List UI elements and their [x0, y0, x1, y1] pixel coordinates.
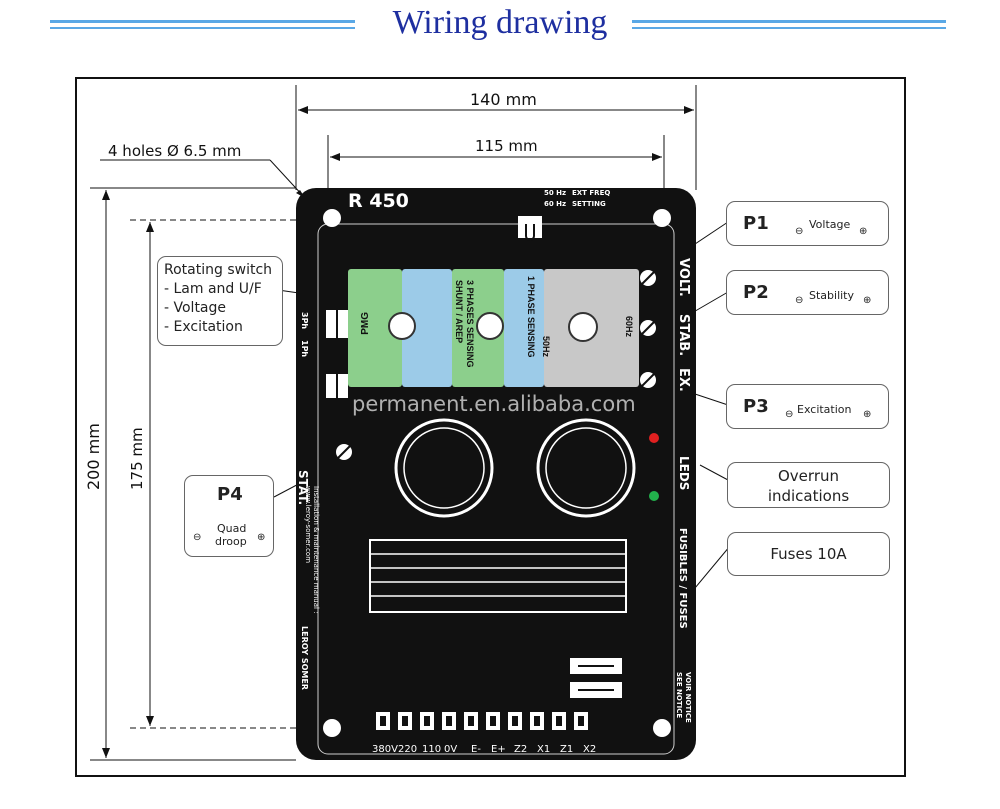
drawing-frame [75, 77, 906, 777]
terminal-e-minus: E- [471, 744, 481, 755]
p3-plus-icon: ⊕ [863, 409, 872, 420]
module-3-phase-b [504, 269, 544, 387]
p4-minus-icon: ⊖ [193, 532, 202, 543]
dim-holes: 4 holes Ø 6.5 mm [108, 142, 242, 160]
dim-height-inner-text: 175 mm [128, 427, 146, 490]
side-stab: STAB. [676, 314, 691, 357]
p4-plus-icon: ⊕ [257, 532, 266, 543]
terminal-220: 220 [398, 744, 418, 755]
dim-height-outer-text: 200 mm [84, 423, 103, 490]
overrun-line-2: indications [767, 487, 850, 505]
setting: SETTING [572, 200, 606, 208]
dim-width-outer: 140 mm [470, 90, 537, 109]
title-line-right [632, 20, 946, 23]
terminal-0v: 0V [444, 744, 458, 755]
p3-label: P3 [743, 396, 769, 417]
manual-note: Installation & maintenance manual : www.… [304, 486, 320, 614]
title-line-left [50, 20, 355, 23]
module-1phase-label: 1 PHASE SENSING [526, 276, 536, 358]
module-60hz-label: 60Hz [624, 316, 634, 338]
callout-p1: P1 ⊖ Voltage ⊕ [726, 201, 889, 246]
terminal-x2: X2 [583, 744, 597, 755]
title-line-left-2 [50, 27, 355, 29]
rotating-line-3: - Voltage [164, 300, 227, 316]
terminal-x1: X1 [537, 744, 551, 755]
rotary-switch-2[interactable] [476, 312, 504, 340]
callout-p3: P3 ⊖ Excitation ⊕ [726, 384, 889, 429]
left-3ph: 3Ph [300, 312, 309, 330]
see-notice: SEE NOTICE [675, 672, 683, 719]
rotating-line-1: Rotating switch [164, 262, 273, 278]
p4-text-1: Quad [217, 522, 247, 535]
p2-plus-icon: ⊕ [863, 295, 872, 306]
callout-p2: P2 ⊖ Stability ⊕ [726, 270, 889, 315]
p3-text: Excitation [797, 403, 852, 416]
callout-rotating-switch: Rotating switch - Lam and U/F - Voltage … [157, 256, 283, 346]
p2-label: P2 [743, 282, 769, 303]
p4-label: P4 [217, 484, 243, 505]
side-volt: VOLT. [676, 258, 691, 297]
side-ex: EX. [676, 368, 691, 392]
terminal-380v: 380V [372, 744, 398, 755]
title-line-right-2 [632, 27, 946, 29]
callout-fuses: Fuses 10A [727, 532, 890, 576]
side-fuses: FUSIBLES / FUSES [677, 528, 688, 629]
rotating-line-4: - Excitation [164, 319, 243, 335]
module-pmg-label: PMG [360, 312, 371, 335]
rotary-switch-1[interactable] [388, 312, 416, 340]
page-title: Wiring drawing [0, 4, 1000, 42]
terminal-110: 110 [422, 744, 442, 755]
terminal-z2: Z2 [514, 744, 528, 755]
p1-text: Voltage [809, 218, 851, 231]
module-50hz-label: 50Hz [541, 336, 551, 358]
rotary-switch-3[interactable] [568, 312, 598, 342]
brand: LEROY SOMER [300, 626, 309, 690]
fuses-text: Fuses 10A [770, 545, 847, 563]
p1-plus-icon: ⊕ [859, 226, 868, 237]
voir-notice: VOIR NOTICE [684, 672, 692, 723]
board-model: R 450 [348, 190, 409, 212]
dim-height-outer: 200 mm [84, 423, 103, 490]
p1-minus-icon: ⊖ [795, 226, 804, 237]
side-leds: LEDS [677, 456, 691, 491]
left-1ph: 1Ph [300, 340, 309, 358]
dim-width-inner: 115 mm [475, 137, 538, 155]
p2-text: Stability [809, 289, 855, 302]
p3-minus-icon: ⊖ [785, 409, 794, 420]
module-3phase-label: 3 PHASES SENSING [465, 280, 475, 368]
board-outline [317, 209, 675, 755]
terminal-e-plus: E+ [491, 744, 506, 755]
callout-overrun: Overrun indications [727, 462, 890, 508]
dim-height-inner: 175 mm [128, 427, 146, 490]
p2-minus-icon: ⊖ [795, 295, 804, 306]
p1-label: P1 [743, 213, 769, 234]
freq-50: 50 Hz [544, 189, 567, 197]
p4-text-2: droop [215, 535, 247, 548]
freq-60: 60 Hz [544, 200, 567, 208]
callout-p4: P4 ⊖ Quad droop ⊕ [184, 475, 274, 557]
terminal-z1: Z1 [560, 744, 574, 755]
ext-freq: EXT FREQ [572, 189, 611, 197]
watermark: permanent.en.alibaba.com [352, 392, 636, 416]
overrun-line-1: Overrun [778, 467, 839, 485]
module-shunt-label: SHUNT / AREP [454, 280, 464, 344]
rotating-line-2: - Lam and U/F [164, 281, 262, 297]
